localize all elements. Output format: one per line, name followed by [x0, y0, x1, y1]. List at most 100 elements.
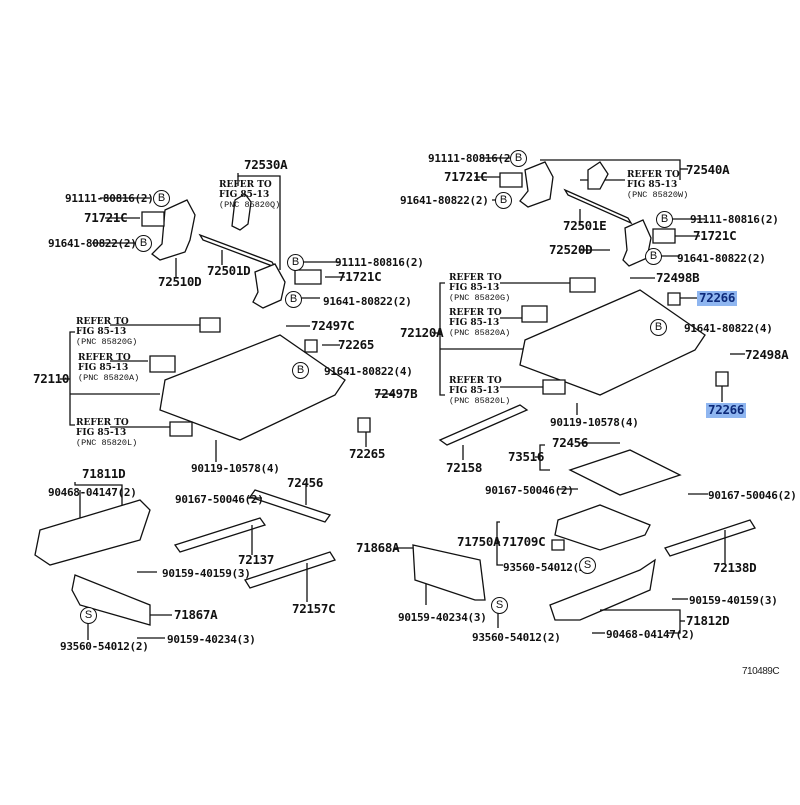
refer-pnc: (PNC 85820A) — [449, 328, 511, 338]
cover-71868A — [412, 544, 486, 601]
refer-pnc: (PNC 85820A) — [78, 373, 140, 383]
part-label-72120A[interactable]: 72120A — [400, 325, 444, 340]
refer-pnc: (PNC 85820L) — [76, 438, 138, 448]
refer-note-85820A[interactable]: REFER TO FIG 85-13 (PNC 85820A) — [78, 353, 139, 383]
fastener-b-icon: B — [656, 211, 673, 228]
clip-72266-a — [667, 292, 681, 306]
rail-72157C — [244, 551, 336, 589]
clip-72265-a — [304, 339, 318, 353]
part-label-90159-40159[interactable]: 90159-40159(3) — [689, 594, 778, 607]
part-label-90468-04147[interactable]: 90468-04147(2) — [48, 486, 137, 499]
figure-code: 710489C — [742, 666, 780, 677]
part-label-91641-80822[interactable]: 91641-80822(2) — [677, 252, 766, 265]
refer-note-85820L[interactable]: REFER TO FIG 85-13 (PNC 85820L) — [76, 418, 137, 448]
refer-fig: FIG 85-13 — [76, 428, 127, 438]
part-label-91641-80822[interactable]: 91641-80822(2) — [323, 295, 412, 308]
refer-note-85820G[interactable]: REFER TO FIG 85-13 (PNC 85820G) — [449, 273, 510, 303]
fastener-b-icon: B — [650, 319, 667, 336]
part-label-73516[interactable]: 73516 — [508, 449, 545, 464]
refer-note-85820A[interactable]: REFER TO FIG 85-13 (PNC 85820A) — [449, 308, 510, 338]
part-label-91641-80822[interactable]: 91641-80822(2) — [48, 237, 137, 250]
part-label-93560-54012[interactable]: 93560-54012(2) — [60, 640, 149, 653]
fastener-b-icon: B — [645, 248, 662, 265]
part-label-90159-40159[interactable]: 90159-40159(3) — [162, 567, 251, 580]
part-label-72497C[interactable]: 72497C — [311, 318, 355, 333]
part-label-71721C[interactable]: 71721C — [693, 228, 737, 243]
refer-note-85820W[interactable]: REFER TO FIG 85-13 (PNC 85820W) — [627, 170, 688, 200]
part-label-91641-80822-4[interactable]: 91641-80822(4) — [324, 365, 413, 378]
part-label-71811D[interactable]: 71811D — [82, 466, 126, 481]
refer-pnc: (PNC 85820G) — [76, 337, 138, 347]
part-label-90167-50046[interactable]: 90167-50046(2) — [485, 484, 574, 497]
part-label-93560-54012[interactable]: 93560-54012(2) — [503, 561, 592, 574]
part-label-90119-10578[interactable]: 90119-10578(4) — [191, 462, 280, 475]
part-label-72265[interactable]: 72265 — [349, 446, 386, 461]
part-label-90167-50046[interactable]: 90167-50046(2) — [175, 493, 264, 506]
part-label-90119-10578[interactable]: 90119-10578(4) — [550, 416, 639, 429]
part-label-90167-50046[interactable]: 90167-50046(2) — [708, 489, 797, 502]
bracket-73516 — [568, 449, 682, 496]
part-label-72530A[interactable]: 72530A — [244, 157, 288, 172]
refer-fig: FIG 85-13 — [449, 318, 500, 328]
part-label-71721C[interactable]: 71721C — [84, 210, 128, 225]
part-label-91641-80822-4[interactable]: 91641-80822(4) — [684, 322, 773, 335]
part-label-71750A[interactable]: 71750A — [457, 534, 501, 549]
part-label-71709C[interactable]: 71709C — [502, 534, 546, 549]
part-label-93560-54012[interactable]: 93560-54012(2) — [472, 631, 561, 644]
frame-72120A — [519, 289, 706, 396]
motor-85820W — [587, 161, 609, 190]
clip-72266-b — [715, 371, 729, 387]
frame-72110 — [159, 334, 346, 441]
part-label-90159-40234[interactable]: 90159-40234(3) — [398, 611, 487, 624]
part-label-72137[interactable]: 72137 — [238, 552, 275, 567]
part-label-72498A[interactable]: 72498A — [745, 347, 789, 362]
bracket-72540 — [519, 161, 554, 208]
refer-text: REFER TO — [449, 273, 502, 283]
refer-note-85820G[interactable]: REFER TO FIG 85-13 (PNC 85820G) — [76, 317, 137, 347]
part-label-72498B[interactable]: 72498B — [656, 270, 700, 285]
refer-note-85820L[interactable]: REFER TO FIG 85-13 (PNC 85820L) — [449, 376, 510, 406]
part-label-71867A[interactable]: 71867A — [174, 607, 218, 622]
part-label-90468-04147[interactable]: 90468-04147(2) — [606, 628, 695, 641]
part-label-90159-40234[interactable]: 90159-40234(3) — [167, 633, 256, 646]
part-label-72266-highlighted[interactable]: 72266 — [706, 402, 747, 418]
fastener-s-icon: S — [579, 557, 596, 574]
part-label-72497B[interactable]: 72497B — [374, 386, 418, 401]
part-label-71721C[interactable]: 71721C — [444, 169, 488, 184]
fastener-b-icon: B — [287, 254, 304, 271]
part-label-91111-80816[interactable]: 91111-80816(2) — [65, 192, 154, 205]
cover-71812D — [549, 558, 656, 621]
refer-text: REFER TO — [78, 353, 131, 363]
fastener-b-icon: B — [135, 235, 152, 252]
part-label-72158[interactable]: 72158 — [446, 460, 483, 475]
part-label-71721C[interactable]: 71721C — [338, 269, 382, 284]
part-label-91111-80816[interactable]: 91111-80816(2) — [335, 256, 424, 269]
part-label-72501E[interactable]: 72501E — [563, 218, 607, 233]
part-label-72265[interactable]: 72265 — [338, 337, 375, 352]
refer-text: REFER TO — [219, 180, 272, 190]
part-label-72456[interactable]: 72456 — [552, 435, 589, 450]
part-label-72501D[interactable]: 72501D — [207, 263, 251, 278]
part-label-71868A[interactable]: 71868A — [356, 540, 400, 555]
part-label-72157C[interactable]: 72157C — [292, 601, 336, 616]
part-label-91111-80816[interactable]: 91111-80816(2) — [428, 152, 517, 165]
part-label-72456[interactable]: 72456 — [287, 475, 324, 490]
refer-fig: FIG 85-13 — [76, 327, 127, 337]
part-label-91641-80822[interactable]: 91641-80822(2) — [400, 194, 489, 207]
part-label-72540A[interactable]: 72540A — [686, 162, 730, 177]
fastener-s-icon: S — [80, 607, 97, 624]
refer-fig: FIG 85-13 — [449, 283, 500, 293]
rail-72138D — [664, 519, 756, 557]
part-label-72510D[interactable]: 72510D — [158, 274, 202, 289]
part-label-72266-highlighted[interactable]: 72266 — [697, 290, 738, 306]
refer-note-85820Q[interactable]: REFER TO FIG 85-13 (PNC 85820Q) — [219, 180, 280, 210]
part-label-72138D[interactable]: 72138D — [713, 560, 757, 575]
part-label-72110[interactable]: 72110 — [33, 371, 70, 386]
part-label-72520D[interactable]: 72520D — [549, 242, 593, 257]
part-label-71812D[interactable]: 71812D — [686, 613, 730, 628]
clip-71721C-a — [141, 211, 165, 227]
part-label-91111-80816[interactable]: 91111-80816(2) — [690, 213, 779, 226]
cover-71867A — [71, 574, 151, 626]
bracket-72520 — [252, 263, 286, 309]
